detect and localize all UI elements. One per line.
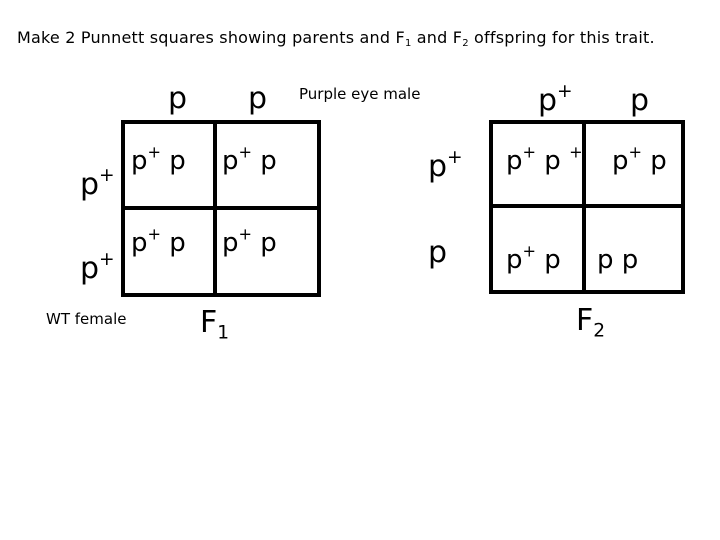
f2-top-header-1: p+ [538, 80, 573, 118]
f1-label: F1 [200, 305, 230, 344]
wt-female-label: WT female [46, 310, 127, 328]
f2-grid-middle-h [489, 204, 685, 208]
f2-left-header-1: p+ [428, 146, 463, 184]
f2-cell-r1c1: p+ p + [506, 142, 583, 176]
f1-top-header-2: p [248, 81, 268, 116]
f2-cell-r1c2: p+ p [612, 142, 667, 176]
instructions-part2: and F [411, 28, 463, 47]
f2-grid-middle-v [582, 120, 586, 294]
f2-top-header-2: p [630, 83, 650, 118]
f1-cell-r1c1: p+ p [131, 142, 186, 176]
f1-grid-bottom [121, 293, 321, 297]
f1-grid-left [121, 120, 125, 297]
f2-left-header-2: p [428, 235, 448, 270]
instructions-sub2: 2 [462, 38, 469, 49]
f1-left-header-1: p+ [80, 164, 115, 202]
f2-grid-left [489, 120, 493, 294]
f1-cell-r1c2: p+ p [222, 142, 277, 176]
instructions-sub1: 1 [404, 38, 412, 49]
f2-grid-right [681, 120, 685, 294]
f1-grid-right [317, 120, 321, 297]
f1-grid-top [121, 120, 321, 124]
instructions: Make 2 Punnett squares showing parents a… [17, 30, 655, 49]
f1-cell-r2c1: p+ p [131, 224, 186, 258]
f1-left-header-2: p+ [80, 248, 115, 286]
f2-cell-r2c1: p+ p [506, 241, 561, 275]
f1-top-header-1: p [168, 81, 188, 116]
purple-eye-male-label: Purple eye male [299, 85, 421, 103]
f2-grid-bottom [489, 290, 685, 294]
f2-grid-top [489, 120, 685, 124]
f2-cell-r2c2: p p [597, 245, 639, 275]
f1-grid-middle-v [213, 120, 217, 297]
f1-grid-middle-h [121, 206, 321, 210]
instructions-part3: offspring for this trait. [468, 28, 655, 47]
f2-label: F2 [576, 303, 606, 342]
f1-cell-r2c2: p+ p [222, 224, 277, 258]
instructions-part1: Make 2 Punnett squares showing parents a… [17, 28, 405, 47]
